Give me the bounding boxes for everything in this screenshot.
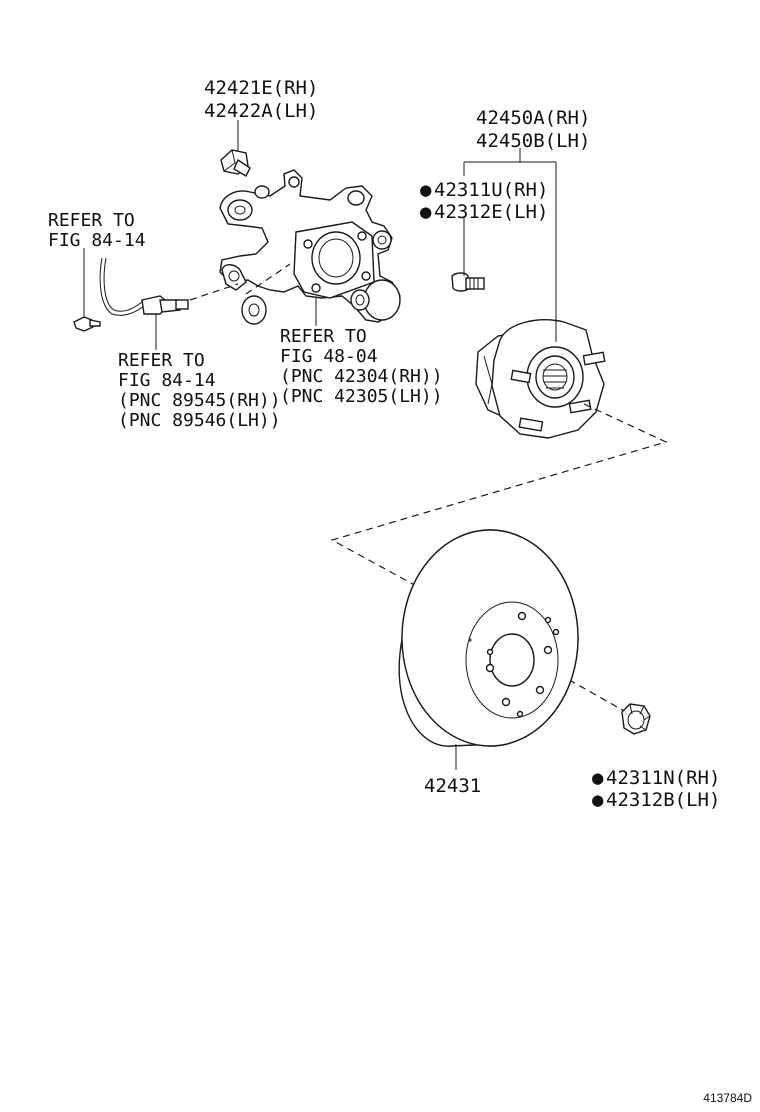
callout-hub-bolt-rh: 42311U(RH)	[434, 179, 548, 201]
hub-nut-part[interactable]	[621, 703, 651, 735]
callout-hub-assembly: 42450A(RH) 42450B(LH)	[476, 107, 590, 152]
callout-knuckle-bolt: 42421E(RH) 42422A(LH)	[204, 77, 318, 122]
callout-hub-nut-marker: ●	[592, 767, 604, 789]
figure-id: 413784D	[703, 1091, 752, 1105]
refer-knuckle-line1: REFER TO	[280, 326, 367, 347]
callout-refer-knuckle: REFER TO FIG 48-04 (PNC 42304(RH)) (PNC …	[280, 326, 443, 407]
callout-hub-nut-lh: 42312B(LH)	[606, 789, 720, 811]
steering-knuckle-part[interactable]	[219, 169, 401, 325]
hub-bearing-assembly-part[interactable]	[475, 319, 606, 439]
refer-knuckle-line2: FIG 48-04	[280, 346, 378, 367]
callout-hub-bolt-lh: 42312E(LH)	[434, 201, 548, 223]
refer-speed-sensor-line1: REFER TO	[118, 350, 205, 371]
refer-knuckle-line4: (PNC 42305(LH))	[280, 386, 443, 407]
refer-sensor-bolt-line1: REFER TO	[48, 210, 135, 231]
speed-sensor-bolt-part[interactable]	[73, 316, 101, 332]
callout-hub-nut-marker-2: ●	[592, 789, 604, 811]
callout-hub-nut: ● 42311N(RH) ● 42312B(LH)	[592, 767, 720, 811]
callout-disc-rotor: 42431	[424, 775, 481, 797]
disc-rotor-number: 42431	[424, 775, 481, 797]
callout-hub-bolt: ● 42311U(RH) ● 42312E(LH)	[420, 179, 548, 223]
callout-refer-speed-sensor: REFER TO FIG 84-14 (PNC 89545(RH)) (PNC …	[118, 350, 281, 431]
refer-sensor-bolt-line2: FIG 84-14	[48, 230, 146, 251]
callout-refer-sensor-bolt: REFER TO FIG 84-14	[48, 210, 146, 251]
refer-knuckle-line3: (PNC 42304(RH))	[280, 366, 443, 387]
leader-lines	[83, 120, 557, 770]
callout-knuckle-bolt-rh: 42421E(RH)	[204, 77, 318, 99]
callout-hub-bolt-marker-2: ●	[420, 201, 432, 223]
hub-stud	[510, 351, 606, 432]
callout-hub-bolt-marker: ●	[420, 179, 432, 201]
hub-bolt-part[interactable]	[451, 272, 485, 292]
callout-knuckle-bolt-lh: 42422A(LH)	[204, 100, 318, 122]
disc-rotor-part[interactable]	[398, 529, 579, 747]
speed-sensor-part[interactable]	[99, 257, 189, 316]
knuckle-bolt-part[interactable]	[220, 149, 251, 177]
refer-speed-sensor-line3: (PNC 89545(RH))	[118, 390, 281, 411]
callout-hub-assembly-lh: 42450B(LH)	[476, 130, 590, 152]
callout-hub-assembly-rh: 42450A(RH)	[476, 107, 590, 129]
callout-hub-nut-rh: 42311N(RH)	[606, 767, 720, 789]
refer-speed-sensor-line2: FIG 84-14	[118, 370, 216, 391]
refer-speed-sensor-line4: (PNC 89546(LH))	[118, 410, 281, 431]
